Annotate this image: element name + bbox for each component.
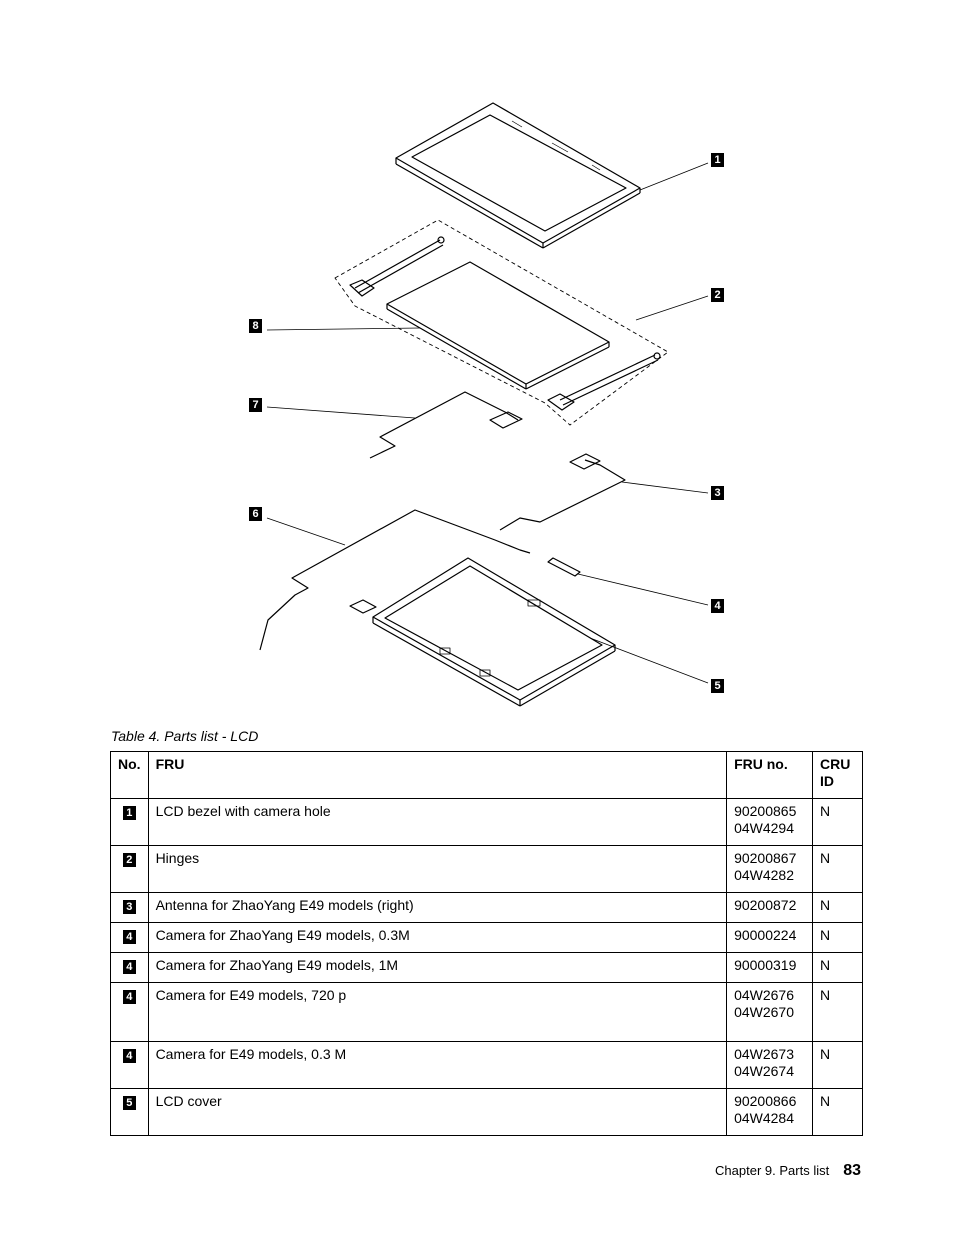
- cru-id: N: [812, 952, 863, 983]
- cru-id: N: [812, 1088, 863, 1136]
- fru-number: 90000319: [726, 952, 814, 983]
- callout-4: 4: [711, 599, 724, 613]
- callout-5: 5: [711, 679, 724, 693]
- cru-id: N: [812, 798, 863, 846]
- fru-number: 90200872: [726, 892, 814, 923]
- table-row: 4 Camera for ZhaoYang E49 models, 0.3M 9…: [110, 922, 863, 953]
- callout-1: 1: [711, 153, 724, 167]
- part-lcd-cover: [372, 557, 616, 707]
- page-number: 83: [843, 1162, 861, 1179]
- row-number-badge: 1: [122, 806, 136, 820]
- row-number-badge: 3: [122, 900, 136, 914]
- cru-id: N: [812, 1041, 863, 1089]
- callout-2: 2: [711, 288, 724, 302]
- fru-description: Camera for E49 models, 0.3 M: [147, 1041, 728, 1089]
- fru-description: Camera for ZhaoYang E49 models, 1M: [147, 952, 728, 983]
- parts-table: No. FRU FRU no. CRU ID 1 LCD bezel with …: [110, 751, 863, 1136]
- row-number-badge: 4: [122, 990, 136, 1004]
- table-row: 3 Antenna for ZhaoYang E49 models (right…: [110, 892, 863, 923]
- table-row: 4 Camera for ZhaoYang E49 models, 1M 900…: [110, 952, 863, 983]
- header-no: No.: [110, 751, 149, 799]
- part-lcd-bezel: [395, 102, 641, 249]
- part-hinges: [334, 219, 669, 426]
- part-camera: [547, 557, 581, 577]
- callout-3: 3: [711, 486, 724, 500]
- row-number-badge: 4: [122, 930, 136, 944]
- part-lcd-panel: [386, 261, 610, 390]
- callout-6: 6: [249, 507, 262, 521]
- callout-7: 7: [249, 398, 262, 412]
- row-number-badge: 5: [122, 1096, 136, 1110]
- fru-description: LCD bezel with camera hole: [147, 798, 728, 846]
- cru-id: N: [812, 982, 863, 1042]
- callout-8: 8: [249, 319, 262, 333]
- cru-id: N: [812, 892, 863, 923]
- fru-description: Hinges: [147, 845, 728, 893]
- part-lvds-cable: [259, 509, 531, 651]
- page-footer: Chapter 9. Parts list 83: [715, 1162, 861, 1180]
- chapter-label: Chapter 9. Parts list: [715, 1163, 830, 1178]
- part-cable: [369, 391, 519, 459]
- header-fru-no: FRU no.: [726, 751, 814, 799]
- fru-number: 90000224: [726, 922, 814, 953]
- row-number-badge: 2: [122, 853, 136, 867]
- fru-description: Camera for E49 models, 720 p: [147, 982, 728, 1042]
- fru-description: Antenna for ZhaoYang E49 models (right): [147, 892, 728, 923]
- row-number-badge: 4: [122, 1049, 136, 1063]
- cru-id: N: [812, 845, 863, 893]
- table-header-row: No. FRU FRU no. CRU ID: [110, 751, 863, 799]
- lcd-exploded-diagram: [259, 102, 709, 707]
- header-cru-id: CRU ID: [812, 751, 863, 799]
- table-caption: Table 4. Parts list - LCD: [111, 728, 259, 744]
- part-antenna: [499, 459, 626, 531]
- fru-description: Camera for ZhaoYang E49 models, 0.3M: [147, 922, 728, 953]
- cru-id: N: [812, 922, 863, 953]
- header-fru: FRU: [147, 751, 728, 799]
- fru-description: LCD cover: [147, 1088, 728, 1136]
- row-number-badge: 4: [122, 960, 136, 974]
